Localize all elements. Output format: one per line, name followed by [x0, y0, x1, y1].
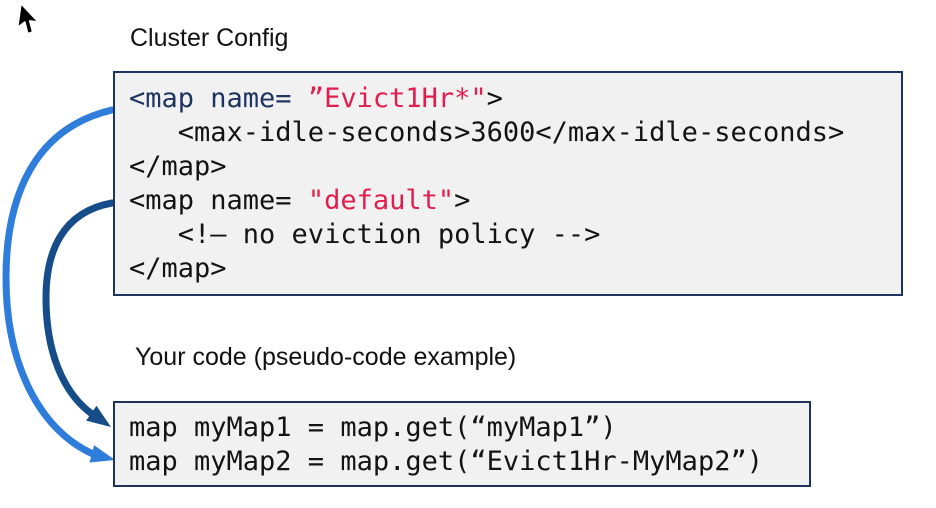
cluster-config-code-box: <map name= ”Evict1Hr*"> <max-idle-second… — [113, 71, 903, 296]
code-line: <map name= ”Evict1Hr*"> — [129, 83, 503, 114]
code-line: map myMap2 = map.get(“Evict1Hr-MyMap2”) — [129, 446, 763, 477]
code-line: <!– no eviction policy --> — [129, 219, 601, 250]
arrow-default-head — [86, 405, 111, 427]
arrow-default-to-mymap1 — [42, 199, 116, 427]
code-line: map myMap1 = map.get(“myMap1”) — [129, 412, 617, 443]
pseudo-code-box: map myMap1 = map.get(“myMap1”)map myMap2… — [113, 401, 811, 487]
arrow-evict1hr-to-mymap2 — [2, 106, 116, 463]
mouse-cursor-icon — [16, 2, 40, 35]
arrow-evict1hr-head — [89, 445, 115, 463]
cluster-config-heading: Cluster Config — [130, 24, 289, 52]
code-line: </map> — [129, 253, 227, 284]
code-line: </map> — [129, 151, 227, 182]
code-line: <max-idle-seconds>3600</max-idle-seconds… — [129, 117, 845, 148]
arrow-default-curve — [42, 199, 116, 418]
code-line: <map name= "default"> — [129, 185, 471, 216]
arrow-evict1hr-curve — [2, 106, 116, 458]
your-code-heading: Your code (pseudo-code example) — [135, 343, 517, 371]
